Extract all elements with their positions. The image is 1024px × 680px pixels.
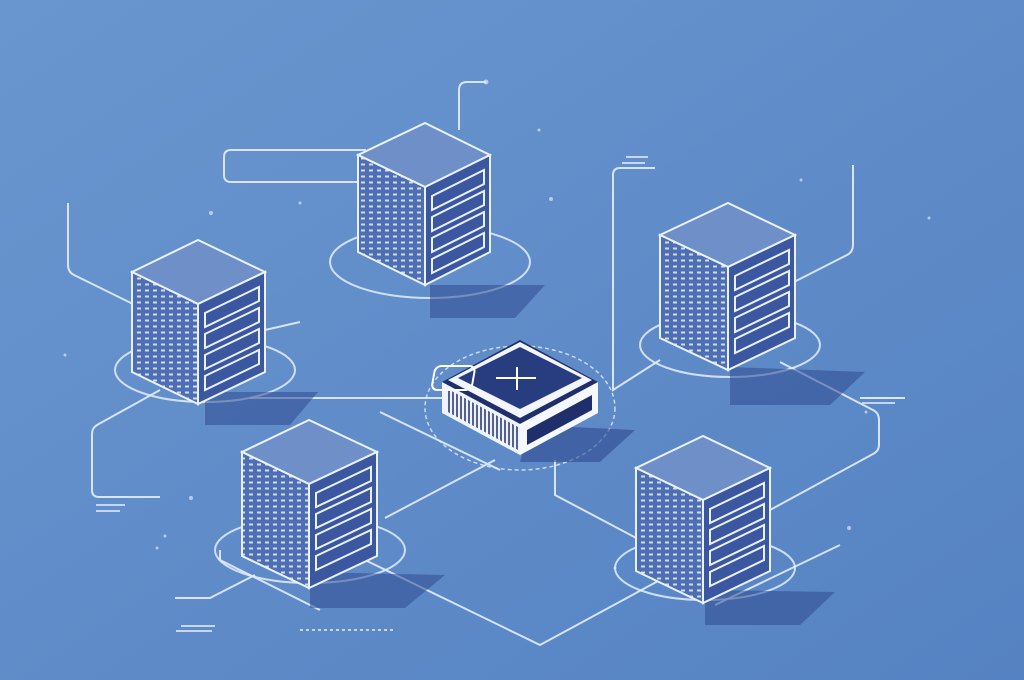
grid-window-icon — [431, 365, 536, 391]
server-rack-top — [329, 121, 545, 318]
server-rack-right — [639, 201, 865, 405]
server-rack-bottom-right — [614, 434, 835, 625]
server-rack-left — [114, 238, 318, 425]
network-hub-icon — [424, 340, 635, 471]
line-dashes — [96, 156, 900, 632]
server-rack-bottom-left — [214, 418, 445, 608]
